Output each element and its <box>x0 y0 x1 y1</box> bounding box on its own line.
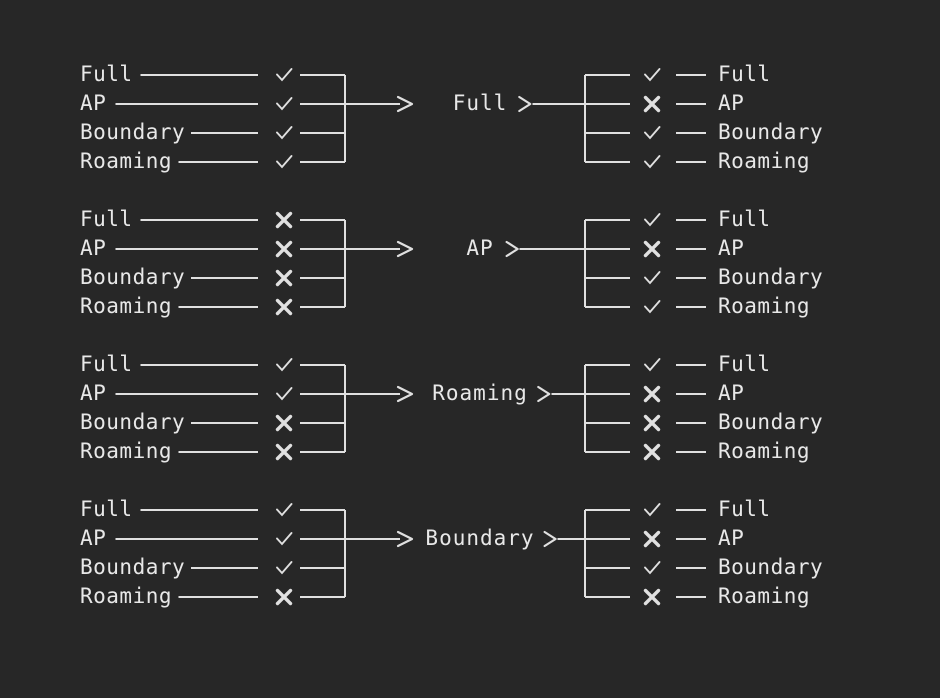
left-mark-group-full-3-check-icon <box>276 155 293 169</box>
left-label-group-boundary-0: Full <box>80 497 133 521</box>
left-label-group-ap-2: Boundary <box>80 265 186 289</box>
right-mark-group-ap-1-cross-icon <box>643 240 661 258</box>
left-label-group-roaming-0: Full <box>80 352 133 376</box>
left-label-group-full-1: AP <box>80 91 107 115</box>
right-label-group-ap-3: Roaming <box>718 294 811 318</box>
left-label-group-roaming-2: Boundary <box>80 410 186 434</box>
left-label-group-full-3: Roaming <box>80 149 173 173</box>
right-label-group-boundary-2: Boundary <box>718 555 824 579</box>
left-label-group-ap-3: Roaming <box>80 294 173 318</box>
right-label-group-ap-2: Boundary <box>718 265 824 289</box>
left-mark-group-ap-1-cross-icon <box>275 240 293 258</box>
left-label-group-boundary-3: Roaming <box>80 584 173 608</box>
left-mark-group-boundary-0-check-icon <box>276 503 293 517</box>
right-label-group-full-2: Boundary <box>718 120 824 144</box>
left-label-group-full-2: Boundary <box>80 120 186 144</box>
left-label-group-ap-0: Full <box>80 207 133 231</box>
left-mark-group-boundary-2-check-icon <box>276 561 293 575</box>
right-label-group-roaming-2: Boundary <box>718 410 824 434</box>
left-mark-group-roaming-1-check-icon <box>276 387 293 401</box>
left-mark-group-full-2-check-icon <box>276 126 293 140</box>
left-mark-group-ap-0-cross-icon <box>275 211 293 229</box>
left-label-group-roaming-1: AP <box>80 381 107 405</box>
right-label-group-full-3: Roaming <box>718 149 811 173</box>
right-mark-group-roaming-1-cross-icon <box>643 385 661 403</box>
left-label-group-boundary-1: AP <box>80 526 107 550</box>
left-label-group-ap-1: AP <box>80 236 107 260</box>
right-label-group-full-1: AP <box>718 91 745 115</box>
center-label-group-roaming: Roaming <box>432 381 528 405</box>
left-mark-group-boundary-1-check-icon <box>276 532 293 546</box>
left-mark-group-full-0-check-icon <box>276 68 293 82</box>
right-label-group-ap-1: AP <box>718 236 745 260</box>
right-mark-group-ap-2-check-icon <box>644 271 661 285</box>
right-label-group-roaming-0: Full <box>718 352 771 376</box>
left-mark-group-roaming-2-cross-icon <box>275 414 293 432</box>
left-mark-group-ap-2-cross-icon <box>275 269 293 287</box>
right-mark-group-ap-3-check-icon <box>644 300 661 314</box>
right-label-group-boundary-3: Roaming <box>718 584 811 608</box>
left-mark-group-full-1-check-icon <box>276 97 293 111</box>
right-label-group-roaming-1: AP <box>718 381 745 405</box>
right-mark-group-roaming-2-cross-icon <box>643 414 661 432</box>
right-label-group-full-0: Full <box>718 62 771 86</box>
right-label-group-boundary-0: Full <box>718 497 771 521</box>
left-mark-group-ap-3-cross-icon <box>275 298 293 316</box>
left-mark-group-boundary-3-cross-icon <box>275 588 293 606</box>
right-mark-group-full-2-check-icon <box>644 126 661 140</box>
center-label-group-ap: AP <box>466 236 494 260</box>
right-mark-group-boundary-0-check-icon <box>644 503 661 517</box>
right-label-group-boundary-1: AP <box>718 526 745 550</box>
right-mark-group-roaming-0-check-icon <box>644 358 661 372</box>
left-mark-group-roaming-0-check-icon <box>276 358 293 372</box>
right-mark-group-boundary-2-check-icon <box>644 561 661 575</box>
left-label-group-roaming-3: Roaming <box>80 439 173 463</box>
right-label-group-ap-0: Full <box>718 207 771 231</box>
center-label-group-boundary: Boundary <box>425 526 535 550</box>
right-mark-group-roaming-3-cross-icon <box>643 443 661 461</box>
right-label-group-roaming-3: Roaming <box>718 439 811 463</box>
left-label-group-full-0: Full <box>80 62 133 86</box>
left-label-group-boundary-2: Boundary <box>80 555 186 579</box>
right-mark-group-full-0-check-icon <box>644 68 661 82</box>
right-mark-group-boundary-1-cross-icon <box>643 530 661 548</box>
right-mark-group-full-3-check-icon <box>644 155 661 169</box>
right-mark-group-boundary-3-cross-icon <box>643 588 661 606</box>
right-mark-group-full-1-cross-icon <box>643 95 661 113</box>
right-mark-group-ap-0-check-icon <box>644 213 661 227</box>
left-mark-group-roaming-3-cross-icon <box>275 443 293 461</box>
center-label-group-full: Full <box>452 91 508 115</box>
